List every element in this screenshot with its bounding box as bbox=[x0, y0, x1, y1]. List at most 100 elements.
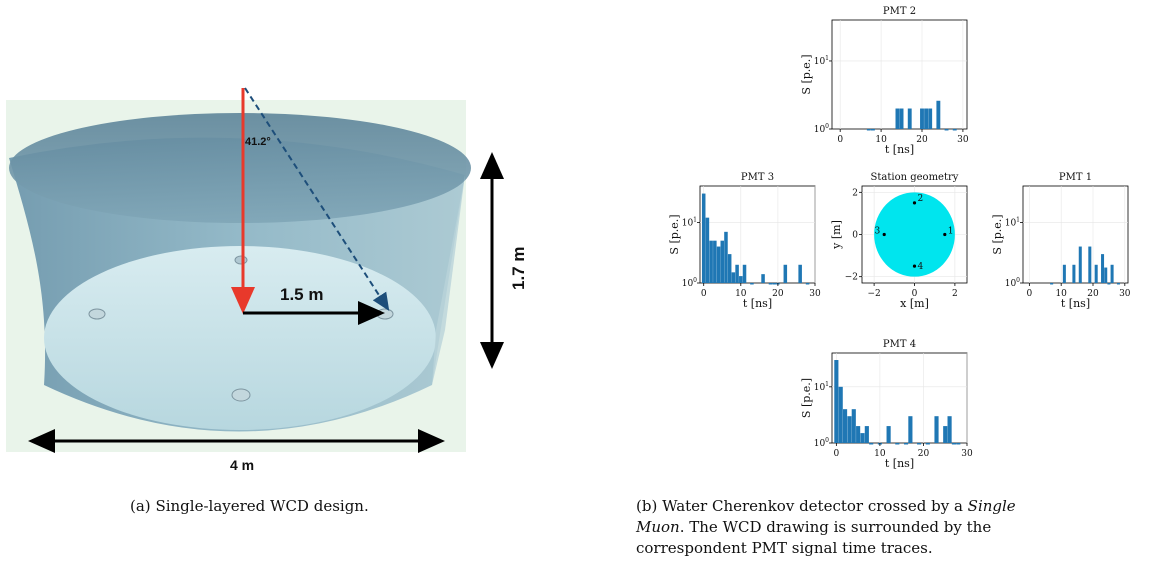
bar bbox=[1116, 282, 1120, 285]
x-tick-label: 10 bbox=[875, 135, 887, 145]
caption-a: (a) Single-layered WCD design. bbox=[130, 496, 450, 517]
x-tick-label: 0 bbox=[1026, 289, 1032, 299]
bar bbox=[1078, 246, 1082, 283]
bar bbox=[842, 409, 848, 443]
x-tick-label: 20 bbox=[1087, 289, 1099, 299]
bar bbox=[856, 426, 861, 443]
bar bbox=[713, 240, 717, 283]
x-axis-label: t [ns] bbox=[743, 297, 772, 310]
bar bbox=[761, 274, 765, 283]
bar bbox=[934, 416, 939, 443]
bar bbox=[870, 128, 875, 131]
bar bbox=[716, 246, 721, 283]
angle-label: 41.2° bbox=[245, 136, 271, 148]
y-tick-label: 2 bbox=[852, 188, 858, 198]
inclined-muon-arrow bbox=[244, 87, 390, 312]
bar bbox=[720, 240, 725, 283]
chart-title: PMT 2 bbox=[883, 6, 916, 17]
pmt-dome-icon bbox=[376, 308, 394, 320]
bar bbox=[727, 254, 732, 283]
station-disc bbox=[874, 192, 955, 277]
y-tick-label: 100 bbox=[682, 277, 697, 289]
y-tick-label: 100 bbox=[814, 123, 829, 135]
bar bbox=[936, 100, 941, 129]
tank-floor bbox=[44, 246, 436, 430]
bar bbox=[805, 282, 810, 285]
bar bbox=[1050, 282, 1054, 285]
x-tick-label: 20 bbox=[772, 289, 784, 299]
x-axis-label: t [ns] bbox=[885, 143, 914, 156]
x-tick-label: 0 bbox=[837, 135, 843, 145]
caption-b-line-3: correspondent PMT signal time traces. bbox=[636, 539, 933, 557]
x-tick-label: 20 bbox=[918, 449, 930, 459]
bar bbox=[903, 442, 909, 445]
plot-frame bbox=[1022, 185, 1129, 284]
bar bbox=[899, 108, 904, 129]
pmt-point-label: 3 bbox=[874, 227, 880, 237]
caption-b-line-1: (b) Water Cherenkov detector crossed by … bbox=[636, 496, 1146, 517]
caption-b-text-2em: Muon bbox=[636, 518, 680, 536]
height-label: 1.7 m bbox=[509, 247, 528, 290]
y-tick-label: −2 bbox=[845, 273, 858, 283]
bar bbox=[925, 442, 930, 445]
bar bbox=[860, 433, 865, 443]
pmt-point bbox=[912, 201, 917, 205]
y-tick-label: 100 bbox=[814, 437, 829, 449]
bar bbox=[928, 108, 933, 129]
bar bbox=[705, 217, 710, 283]
bar bbox=[917, 442, 922, 445]
x-tick-label: −2 bbox=[867, 289, 880, 299]
bar bbox=[772, 282, 776, 285]
bar bbox=[886, 426, 891, 443]
x-tick-label: 10 bbox=[735, 289, 747, 299]
bar bbox=[783, 264, 788, 283]
bar bbox=[895, 108, 900, 129]
caption-b-prefix: (b) bbox=[636, 497, 658, 515]
y-axis-label: y [m] bbox=[830, 220, 843, 250]
bar bbox=[866, 128, 871, 131]
bar bbox=[864, 426, 869, 443]
caption-b-text-1em: Single bbox=[967, 497, 1016, 515]
bar bbox=[1088, 246, 1092, 283]
pmt-point bbox=[943, 232, 947, 237]
caption-b-text-1a: Water Cherenkov detector crossed by a bbox=[662, 497, 968, 515]
bar bbox=[838, 386, 843, 443]
bar bbox=[701, 193, 706, 283]
pmt-point-label: 2 bbox=[918, 194, 924, 204]
width-label: 4 m bbox=[230, 457, 254, 473]
bar bbox=[742, 264, 747, 283]
x-axis-label: x [m] bbox=[900, 297, 929, 310]
pmt-point bbox=[882, 232, 886, 237]
bar bbox=[952, 128, 957, 131]
bar bbox=[750, 282, 754, 285]
panel-a-tank: 41.2° 1.5 m 1.7 m 4 m bbox=[6, 87, 528, 473]
bar bbox=[798, 264, 802, 283]
pmt-point-label: 1 bbox=[948, 227, 954, 237]
y-tick-label: 101 bbox=[1005, 216, 1020, 228]
caption-b-line-2: Muon. The WCD drawing is surrounded by t… bbox=[636, 517, 1146, 538]
x-axis-label: t [ns] bbox=[885, 457, 914, 470]
chart-title: PMT 4 bbox=[883, 339, 916, 350]
bar bbox=[907, 108, 912, 129]
bar bbox=[869, 442, 874, 445]
bar bbox=[834, 360, 839, 443]
bar bbox=[724, 231, 728, 283]
tank-top-rim bbox=[9, 113, 471, 223]
bar bbox=[943, 426, 948, 443]
bar bbox=[956, 442, 961, 445]
y-axis-label: S [p.e.] bbox=[800, 378, 813, 418]
bar bbox=[739, 276, 743, 283]
caption-b-text-2b: . The WCD drawing is surrounded by the bbox=[679, 518, 992, 536]
y-axis-label: S [p.e.] bbox=[668, 214, 681, 254]
bar bbox=[851, 409, 856, 443]
chart-title: PMT 3 bbox=[741, 172, 774, 183]
bar bbox=[735, 264, 739, 283]
bar bbox=[1101, 254, 1105, 283]
bar bbox=[951, 442, 957, 445]
y-tick-label: 0 bbox=[852, 231, 858, 241]
